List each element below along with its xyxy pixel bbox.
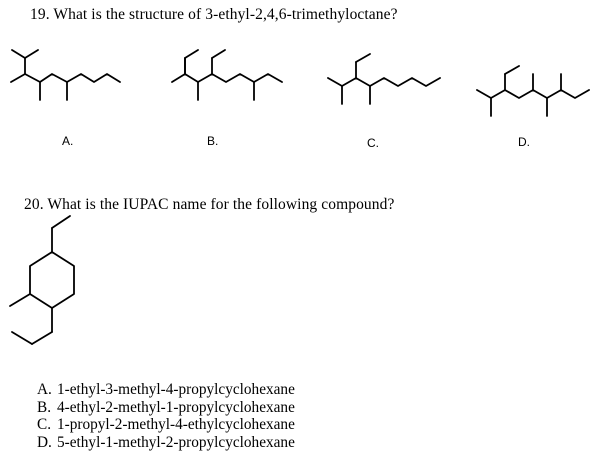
choice-b-label: B.: [207, 134, 219, 148]
structure-c: [327, 53, 441, 105]
cyclohexane-structure: [9, 215, 75, 345]
option-a: A.1-ethyl-3-methyl-4-propylcyclohexane: [37, 381, 295, 398]
option-b: B.4-ethyl-2-methyl-1-propylcyclohexane: [37, 398, 295, 416]
choice-d-label: D.: [518, 135, 530, 149]
structure-a: [10, 49, 121, 101]
option-d: D.5-ethyl-1-methyl-2-propylcyclohexane: [37, 433, 295, 451]
question-20-options: A.1-ethyl-3-methyl-4-propylcyclohexane B…: [37, 381, 295, 451]
choice-c-label: C.: [367, 136, 379, 150]
question-19-text: 19. What is the structure of 3-ethyl-2,4…: [30, 6, 398, 23]
structure-d: [476, 65, 590, 117]
option-c: C.1-propyl-2-methyl-4-ethylcyclohexane: [37, 416, 295, 434]
structure-b: [171, 49, 283, 101]
choice-a-label: A.: [62, 134, 74, 148]
question-20-text: 20. What is the IUPAC name for the follo…: [24, 196, 395, 213]
